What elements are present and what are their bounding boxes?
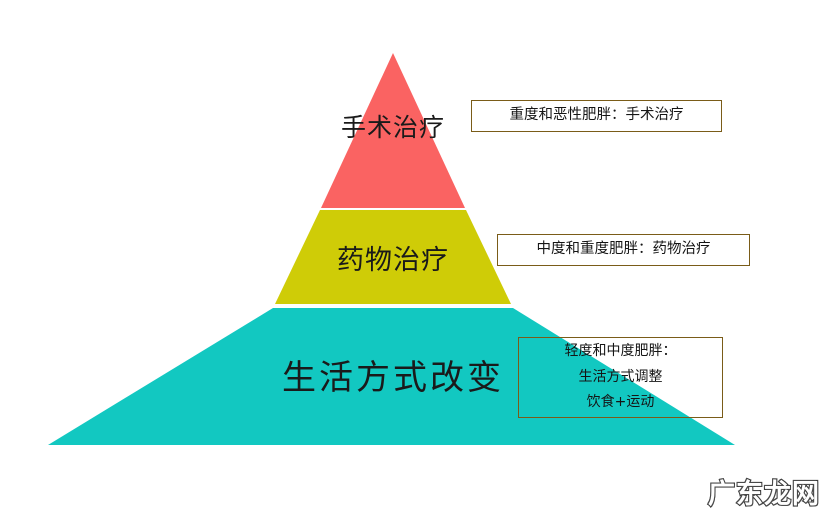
tier-label-medication: 药物治疗 [337,245,449,276]
callout-line: 中度和重度肥胖：药物治疗 [536,241,711,258]
pyramid-tier-medication[interactable] [275,210,511,304]
callout-box-medication: 中度和重度肥胖：药物治疗 [497,234,750,266]
callout-line: 轻度和中度肥胖： [564,342,677,359]
pyramid-tier-surgery[interactable] [321,53,465,208]
tier-label-lifestyle: 生活方式改变 [282,358,504,398]
tier-label-surgery: 手术治疗 [340,113,445,142]
pyramid-tier-lifestyle[interactable] [48,308,735,445]
callout-box-lifestyle: 轻度和中度肥胖： 生活方式调整 饮食+运动 [518,337,723,418]
callout-line: 饮食+运动 [586,394,655,411]
callout-line: 重度和恶性肥胖：手术治疗 [509,107,684,124]
callout-line: 生活方式调整 [578,368,663,385]
callout-box-surgery: 重度和恶性肥胖：手术治疗 [471,100,722,132]
watermark-text: 广东龙网 [707,478,820,511]
